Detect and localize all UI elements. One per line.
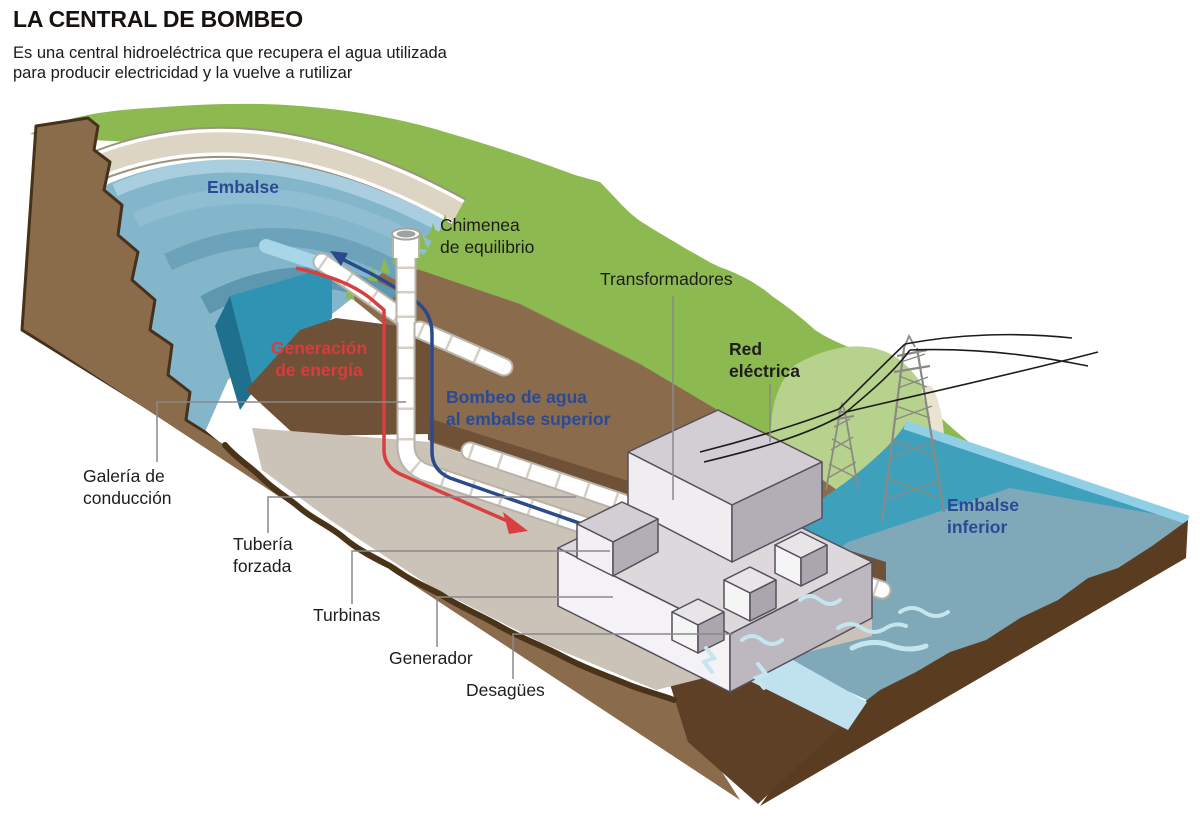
- slab-face-front: [660, 652, 862, 804]
- turbine-hall: [576, 501, 659, 577]
- gallery-stub: [410, 320, 514, 377]
- label-desagues: Desagües: [466, 680, 545, 700]
- leader-turbinas: [351, 550, 610, 604]
- pylon-large: [880, 333, 946, 523]
- label-galeria-de-conduccion: Galería de conducción: [83, 466, 172, 508]
- power-plant: [557, 409, 873, 693]
- page-subtitle: Es una central hidroeléctrica que recupe…: [13, 44, 447, 83]
- label-turbinas: Turbinas: [313, 605, 381, 625]
- label-embalse-inferior: Embalse inferior: [947, 495, 1019, 537]
- label-tuberia-forzada: Tubería forzada: [233, 534, 293, 576]
- label-bombeo-de-agua: Bombeo de agua al embalse superior: [446, 387, 611, 429]
- label-generador: Generador: [389, 648, 473, 668]
- page-title: LA CENTRAL DE BOMBEO: [13, 6, 303, 32]
- leader-lines: [156, 296, 771, 679]
- label-transformadores: Transformadores: [600, 269, 733, 289]
- label-red-electrica: Red eléctrica: [729, 339, 801, 381]
- label-chimenea-de-equilibrio: Chimenea de equilibrio: [440, 215, 535, 257]
- pumping-arrowhead: [330, 251, 348, 266]
- pylon-small: [825, 401, 859, 491]
- dam-arc: [86, 126, 466, 226]
- flow-pumping: [330, 251, 801, 602]
- flow-generation: [295, 266, 528, 534]
- penstock-upper: [312, 252, 416, 330]
- excavation-edge: [222, 442, 677, 703]
- generation-arrowhead: [503, 512, 528, 534]
- reservoir-cutaway: [215, 266, 332, 410]
- transmission-pylons: [825, 333, 946, 523]
- leader-tuberia: [267, 496, 576, 533]
- label-generacion-de-energia: Generación de energía: [270, 338, 368, 380]
- leader-desagues: [512, 633, 733, 679]
- power-lines: [699, 333, 1099, 463]
- slab-face-right: [760, 520, 1188, 806]
- water-waves: [700, 594, 950, 690]
- label-embalse: Embalse: [207, 177, 279, 197]
- surge-tank: [391, 227, 421, 322]
- penstock-main: [396, 306, 862, 624]
- leader-galeria: [156, 401, 406, 462]
- leader-generador: [436, 596, 613, 647]
- outlet-cubes: [671, 531, 828, 654]
